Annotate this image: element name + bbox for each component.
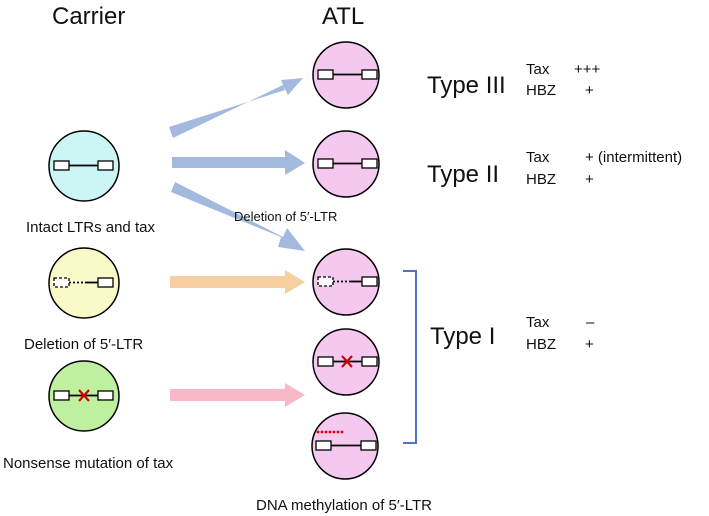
type1-label: Type I <box>430 323 495 350</box>
atl-cell-type3 <box>312 41 380 109</box>
deleted-ltr-box <box>317 276 334 287</box>
mutation-x-icon <box>78 389 90 402</box>
ltr-3-box <box>361 276 378 287</box>
carrier-label-deletion: Deletion of 5′-LTR <box>24 336 143 353</box>
ltr-5-box <box>317 356 334 367</box>
type2-hbz-name: HBZ <box>526 171 556 188</box>
mutation-x-icon <box>341 355 353 368</box>
carrier-cell-nonsense <box>48 360 120 432</box>
type2-label: Type II <box>427 161 499 188</box>
carrier-header: Carrier <box>52 3 125 30</box>
type3-tax-name: Tax <box>526 61 550 78</box>
type3-tax-value: +++ <box>574 61 601 78</box>
arrow-deletion-to-type1 <box>170 270 305 294</box>
carrier-cell-deletion <box>48 247 120 319</box>
ltr-5-box <box>53 390 70 401</box>
type2-tax-name: Tax <box>526 149 550 166</box>
type2-hbz-value: + <box>585 171 594 188</box>
arrow-nonsense-to-type1 <box>170 383 305 407</box>
ltr-3-box <box>97 390 114 401</box>
type1-bracket <box>403 270 417 444</box>
ltr-3-box <box>361 69 378 80</box>
type1-tax-name: Tax <box>526 314 550 331</box>
type3-hbz-name: HBZ <box>526 82 556 99</box>
ltr-3-box <box>97 160 114 171</box>
carrier-label-intact: Intact LTRs and tax <box>26 219 155 236</box>
type3-hbz-value: + <box>585 82 594 99</box>
atl-cell-type1-nonsense <box>312 328 380 396</box>
atl-label-methylation: DNA methylation of 5′-LTR <box>256 497 432 514</box>
arrow-deletion-label: Deletion of 5′-LTR <box>234 209 337 224</box>
carrier-label-nonsense: Nonsense mutation of tax <box>3 455 174 472</box>
atl-header: ATL <box>322 3 364 30</box>
ltr-3-box <box>361 356 378 367</box>
ltr-5-box <box>317 69 334 80</box>
type1-hbz-name: HBZ <box>526 336 556 353</box>
carrier-cell-intact <box>48 130 120 202</box>
type1-hbz-value: + <box>585 336 594 353</box>
ltr-5-box <box>53 160 70 171</box>
ltr-3-box <box>97 277 114 288</box>
ltr-3-box <box>361 158 378 169</box>
arrow-intact-to-type3 <box>169 78 303 138</box>
arrow-intact-to-type2 <box>172 150 305 175</box>
ltr-3-box <box>360 440 377 451</box>
type2-tax-value: + (intermittent) <box>585 149 682 166</box>
atl-cell-type2 <box>312 130 380 198</box>
ltr-5-box <box>315 440 332 451</box>
atl-cell-type1-deletion <box>312 248 380 316</box>
atl-cell-type1-methylation <box>311 412 379 480</box>
type3-label: Type III <box>427 72 506 99</box>
deleted-ltr-box <box>53 277 70 288</box>
type1-tax-value: – <box>586 314 595 331</box>
ltr-5-box <box>317 158 334 169</box>
arrow-intact-to-type1 <box>171 182 305 251</box>
methylation-dots-icon <box>316 430 344 434</box>
